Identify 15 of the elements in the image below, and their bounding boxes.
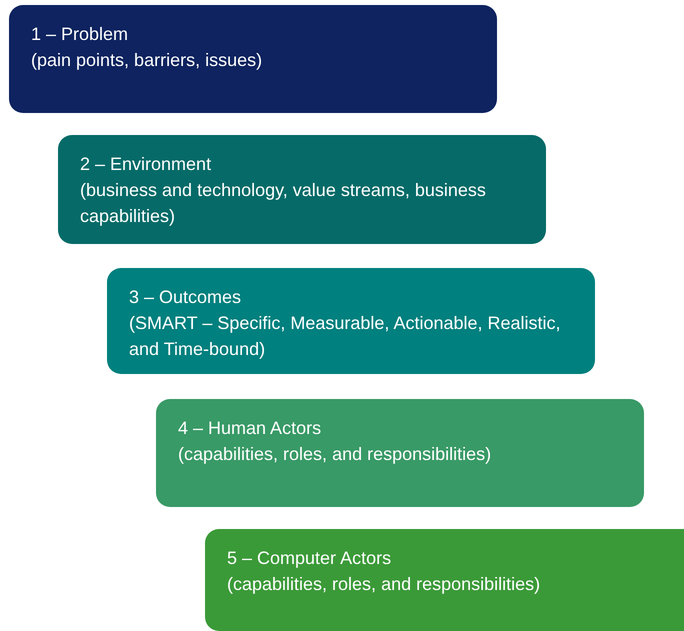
step-title: 5 – Computer Actors xyxy=(227,547,392,570)
step-title: 3 – Outcomes xyxy=(129,286,242,309)
step-title: 2 – Environment xyxy=(80,153,212,176)
step-description: (business and technology, value streams, business capabilities) xyxy=(80,179,487,228)
step-title: 4 – Human Actors xyxy=(178,417,322,440)
step-description: (capabilities, roles, and responsibilities) xyxy=(227,573,542,596)
step-box xyxy=(9,5,497,113)
step-box xyxy=(58,135,546,244)
step-title: 1 – Problem xyxy=(31,23,130,46)
step-box xyxy=(107,268,595,374)
step-box xyxy=(205,529,684,631)
step-box xyxy=(156,399,644,507)
step-description: (SMART – Specific, Measurable, Actionable, Realistic, and Time-bound) xyxy=(129,312,562,361)
step-description: (capabilities, roles, and responsibilities) xyxy=(178,443,492,466)
step-description: (pain points, barriers, issues) xyxy=(31,49,264,72)
